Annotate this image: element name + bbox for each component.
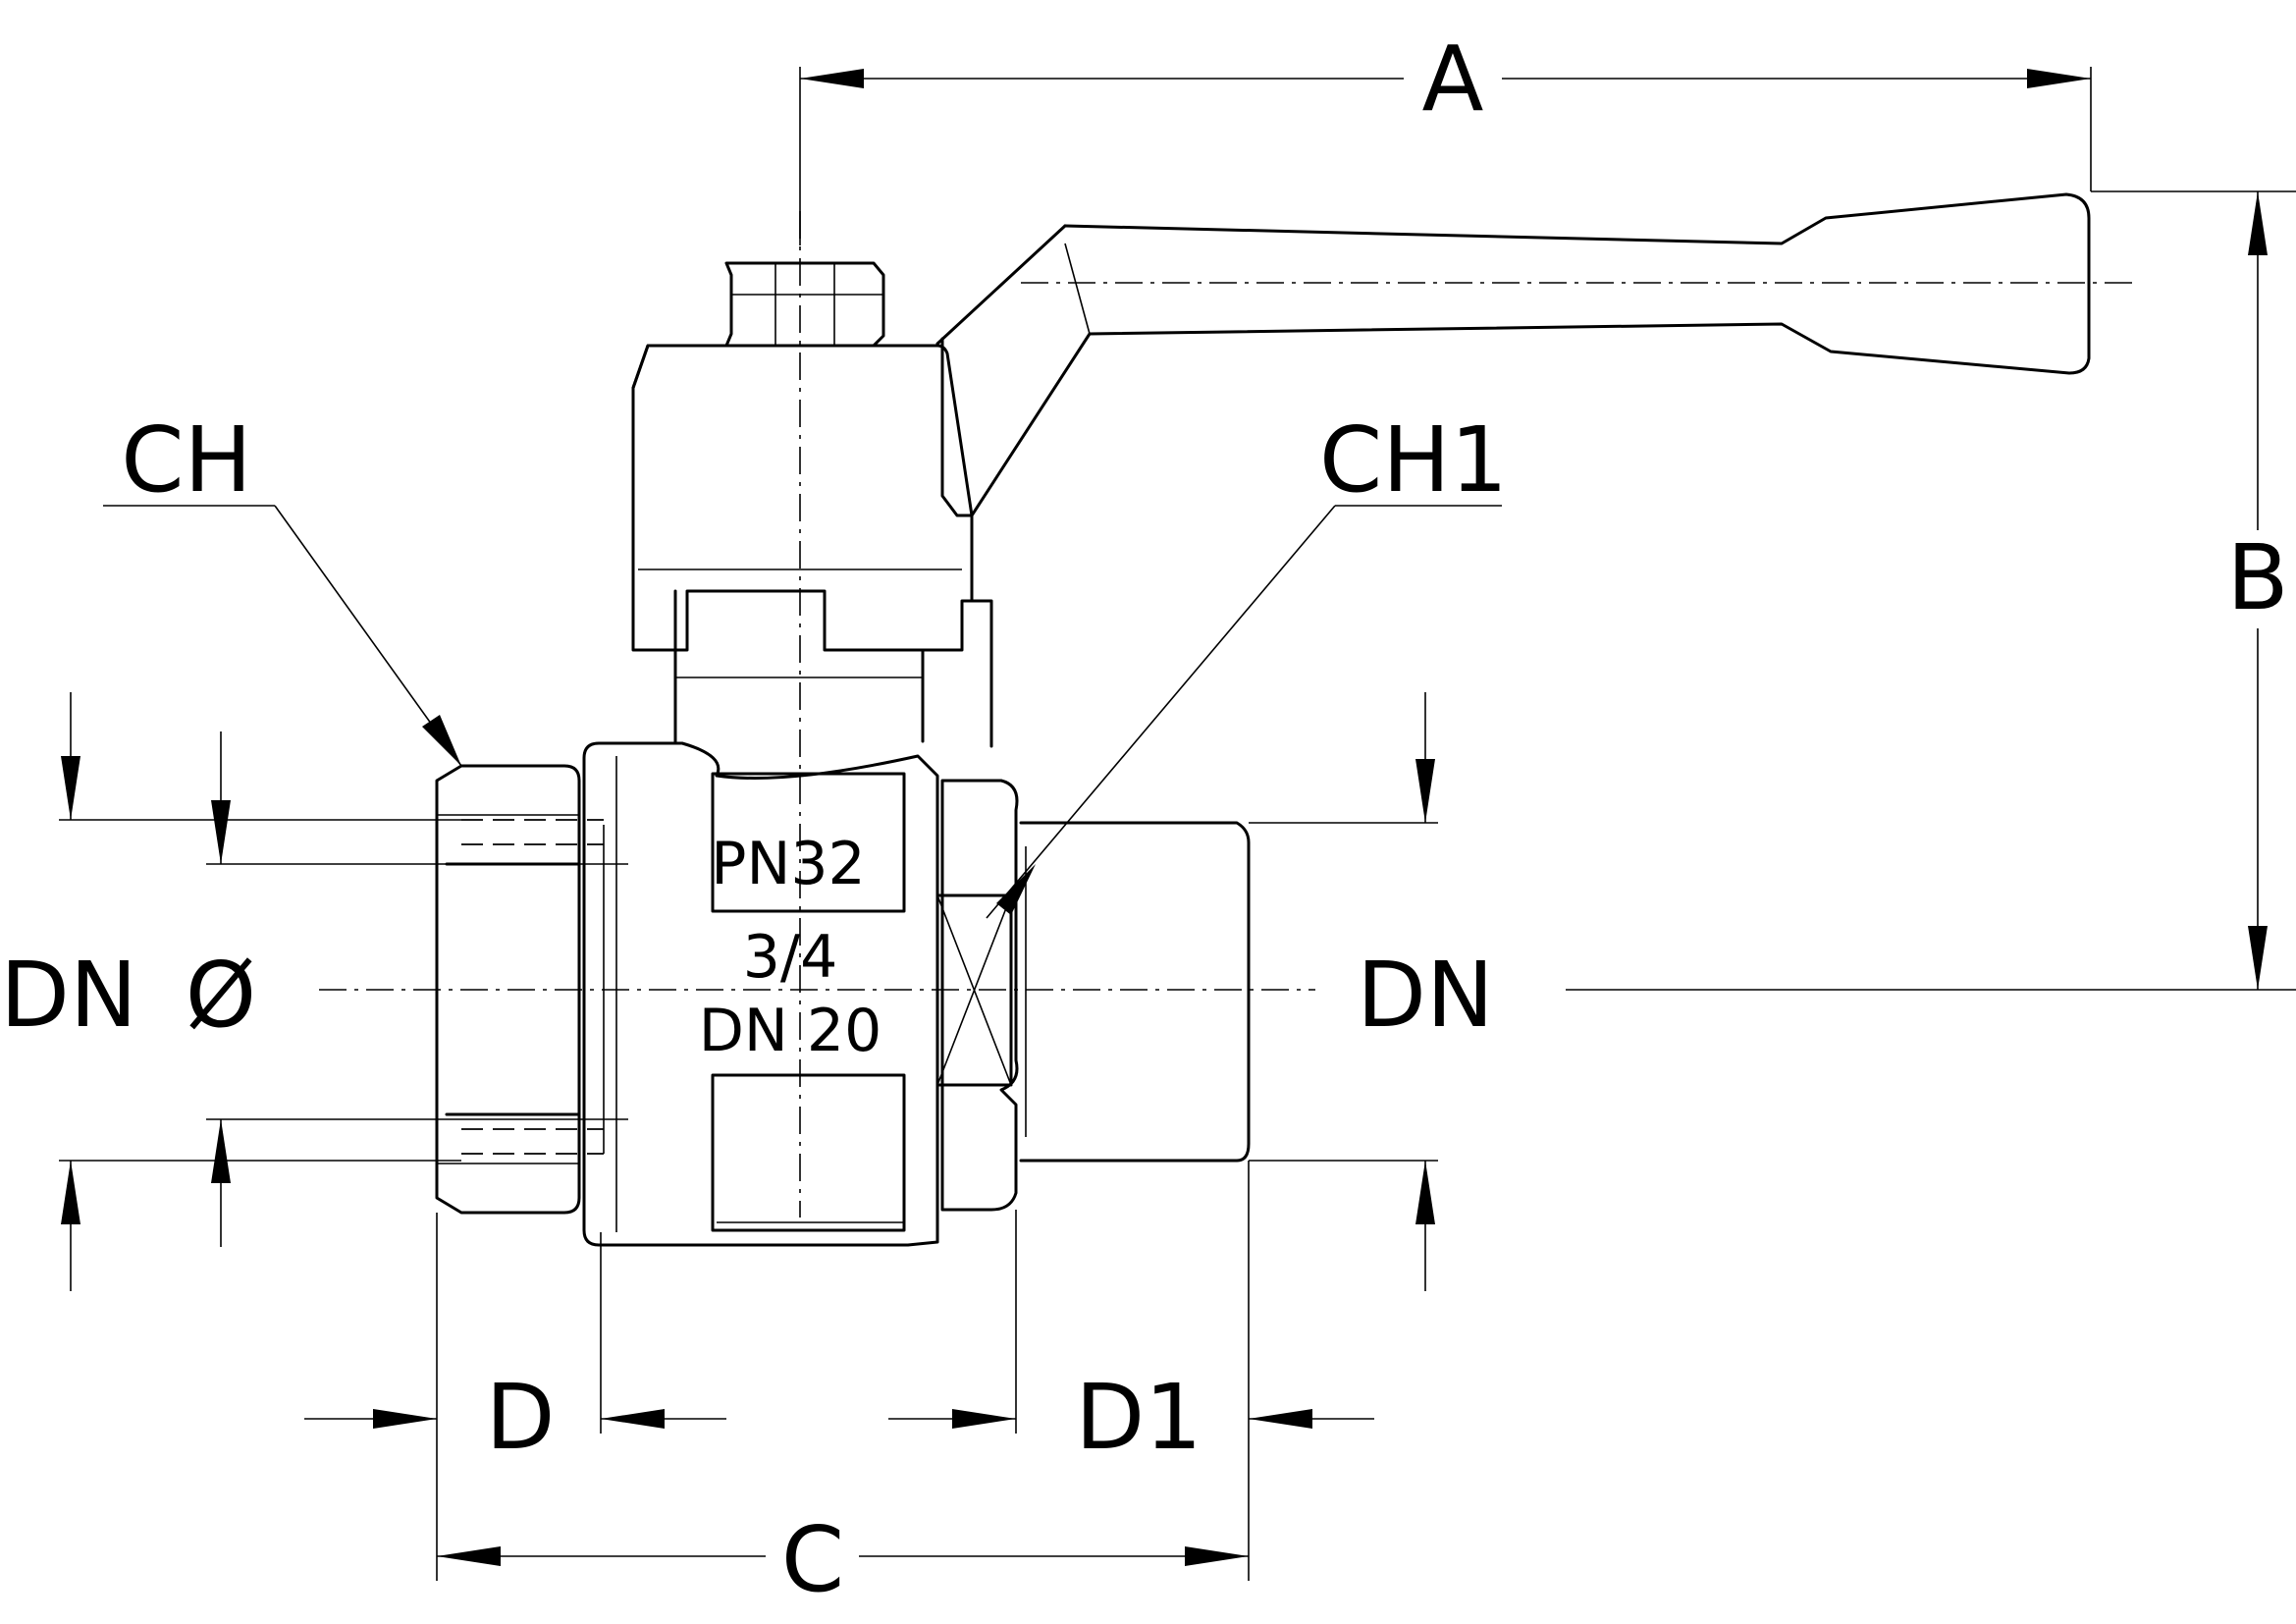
dimension-diameter: Ø: [186, 731, 628, 1247]
dim-label-d: D: [486, 1365, 556, 1470]
dimension-dn-left: DN: [0, 692, 461, 1291]
right-male-end: [935, 779, 1251, 1212]
dim-label-c: C: [781, 1507, 844, 1612]
nominal-diameter-marking: DN 20: [699, 997, 882, 1065]
label-ch: CH: [121, 407, 251, 513]
label-ch1: CH1: [1319, 407, 1508, 513]
handle-block: [631, 261, 974, 652]
dimension-b: B: [2091, 190, 2296, 990]
dimension-c: C: [436, 1161, 1250, 1612]
dimension-dn-right: DN: [1249, 692, 1494, 1291]
dim-label-dn-right: DN: [1357, 943, 1494, 1048]
dim-label-a: A: [1422, 27, 1484, 132]
dimension-a: A: [799, 27, 2092, 245]
valve-body: [582, 741, 939, 1247]
leader-ch1: CH1: [986, 407, 1508, 919]
dimension-d1: D1: [888, 1210, 1374, 1470]
dim-label-b: B: [2226, 525, 2288, 630]
dim-label-dn-left: DN: [0, 943, 137, 1048]
body-markings: PN32 3/4 DN 20: [699, 830, 882, 1065]
dimension-d: D: [304, 1232, 726, 1470]
dim-label-d1: D1: [1075, 1365, 1201, 1470]
dim-label-diameter: Ø: [186, 943, 256, 1048]
valve-stem: [673, 589, 993, 748]
pressure-rating: PN32: [711, 830, 865, 898]
handle-lever: [935, 192, 2091, 517]
leader-ch: CH: [103, 407, 462, 767]
size-marking: 3/4: [743, 923, 838, 992]
center-lines: [319, 211, 2296, 1218]
